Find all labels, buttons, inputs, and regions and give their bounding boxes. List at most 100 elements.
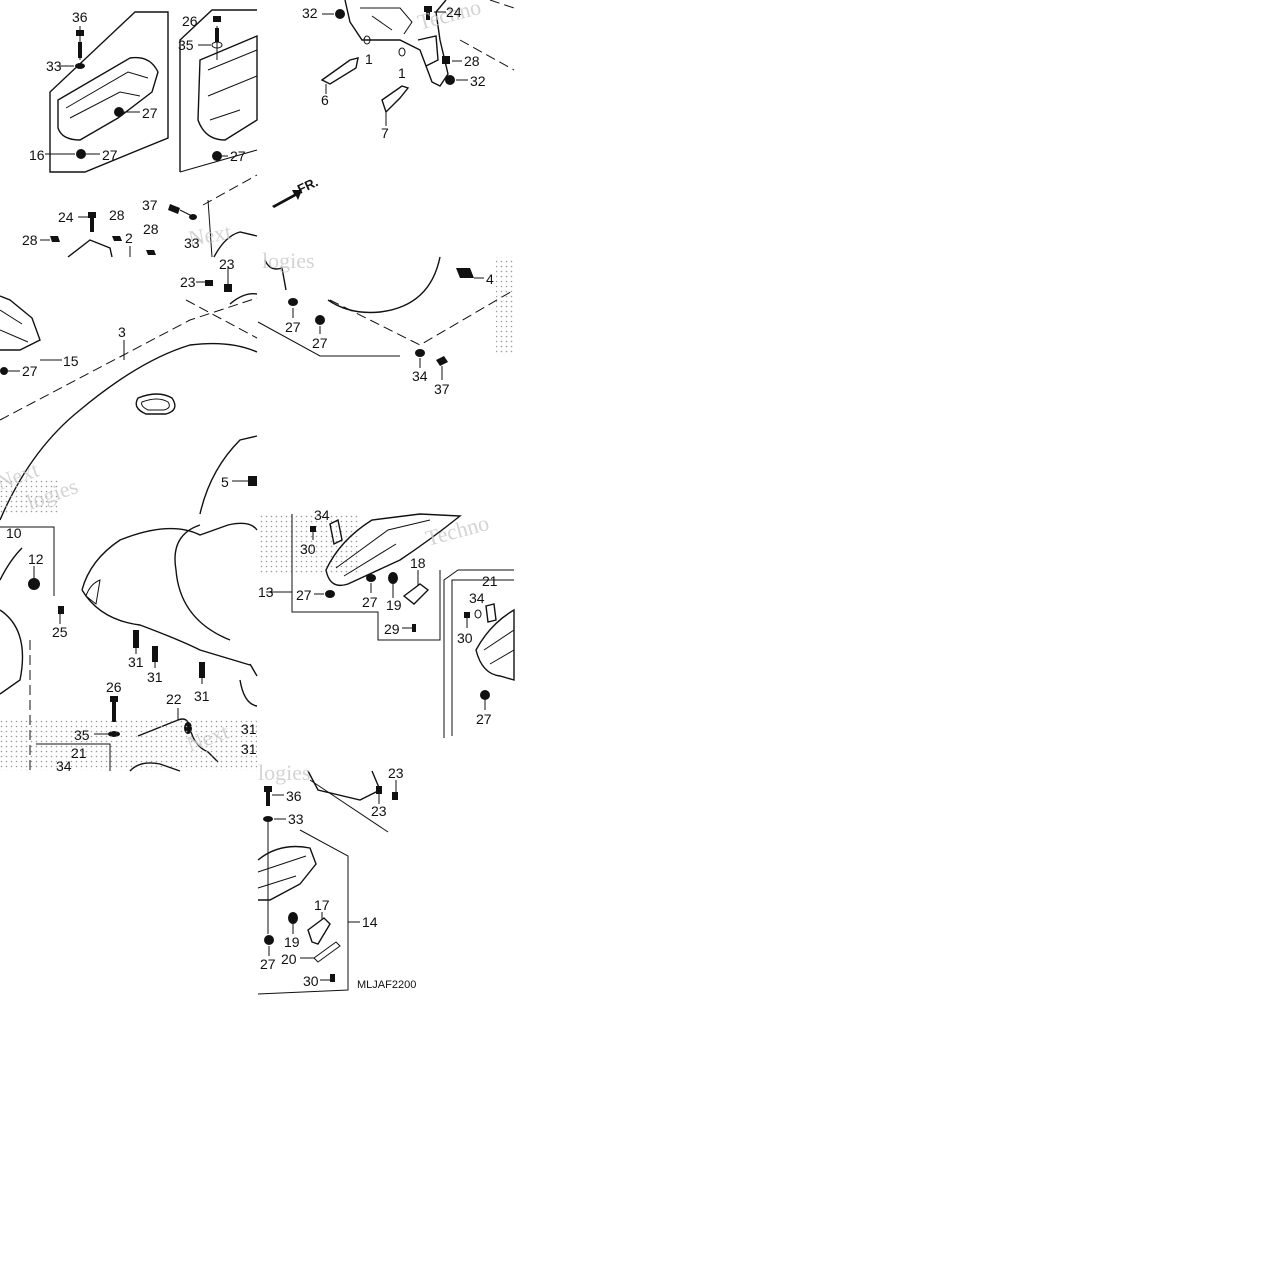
screw-icon <box>310 526 316 532</box>
nut-icon <box>335 9 345 19</box>
callout: 25 <box>52 624 68 640</box>
bracket-part <box>329 518 343 546</box>
part-outline <box>0 547 23 581</box>
bolt-icon <box>224 284 232 292</box>
callout: 19 <box>386 597 402 613</box>
dashed-guide <box>202 174 258 206</box>
callout: 33 <box>46 58 62 74</box>
tile-row3-middle: Techno <box>258 510 515 738</box>
callout: 33 <box>184 235 200 251</box>
grommet-icon <box>474 609 482 619</box>
screw-icon <box>330 974 335 982</box>
callout: 27 <box>476 711 492 727</box>
cable-stay <box>313 941 341 963</box>
dashed-guide <box>459 39 515 71</box>
inset-box <box>179 149 258 173</box>
callout: 22 <box>166 691 182 707</box>
callout: 31 <box>241 741 257 757</box>
grab-rail-part <box>325 513 462 587</box>
callout: 17 <box>314 897 330 913</box>
screw-icon <box>464 612 470 618</box>
watermark: logies <box>258 760 311 785</box>
tile-row2-middle: logies <box>257 248 515 380</box>
leader-line <box>207 199 213 258</box>
nut-icon <box>212 151 222 161</box>
callout: 15 <box>63 353 79 369</box>
grab-rail-detail <box>257 855 307 889</box>
callout: 34 <box>412 368 428 384</box>
clip-icon <box>146 250 156 255</box>
seat-outline <box>229 293 258 305</box>
tile-top-left: Next <box>40 9 258 258</box>
callout: 27 <box>102 147 118 163</box>
grab-rail-part <box>129 762 181 772</box>
washer-icon <box>415 349 425 357</box>
bolt-icon <box>436 356 448 366</box>
callout: 3 <box>118 324 126 340</box>
callout: 34 <box>314 507 330 523</box>
seat-outline <box>239 663 258 707</box>
bracket-frame <box>344 0 449 87</box>
callout: 27 <box>22 363 38 379</box>
callout: 33 <box>288 811 304 827</box>
callout: 5 <box>221 474 229 490</box>
callout: 16 <box>29 147 45 163</box>
bolt-icon <box>264 786 272 806</box>
clip-icon <box>442 56 450 64</box>
inset-box <box>0 526 55 596</box>
washer-icon <box>75 63 85 69</box>
callout: 30 <box>457 630 473 646</box>
screw-icon <box>28 578 40 590</box>
seat-outline <box>174 524 231 641</box>
clip-icon <box>50 236 60 242</box>
nut-icon <box>325 590 335 598</box>
dashed-guide <box>329 289 515 346</box>
callout: 2 <box>125 230 133 246</box>
seat-outline <box>81 522 258 591</box>
callout: 30 <box>300 541 316 557</box>
front-indicator: FR. <box>295 174 320 196</box>
spring-icon <box>288 912 298 924</box>
bracket-detail <box>417 35 439 67</box>
bolt-icon <box>110 696 118 722</box>
inset-box <box>443 569 514 738</box>
grab-rail-part <box>475 608 515 681</box>
callout: 31 <box>241 721 257 737</box>
callout: 35 <box>74 727 90 743</box>
cap-icon <box>248 476 257 486</box>
grab-rail-part <box>0 295 41 351</box>
nut-icon <box>445 75 455 85</box>
inset-box <box>179 9 257 172</box>
bolt-icon <box>213 16 221 42</box>
callout: 27 <box>285 319 301 335</box>
washer-icon <box>189 214 197 220</box>
seat-outline <box>199 435 258 515</box>
tile-row4-middle: logies <box>257 760 398 995</box>
bracket-detail <box>360 7 413 35</box>
bolt-icon <box>376 786 382 794</box>
callout: 26 <box>182 13 198 29</box>
callout: 23 <box>180 274 196 290</box>
callout: 21 <box>482 573 498 589</box>
shaded-area <box>0 720 257 771</box>
callout: 12 <box>28 551 44 567</box>
lever-part-18 <box>402 583 430 605</box>
grommet-icon <box>398 47 406 57</box>
clip-icon <box>112 236 122 241</box>
nut-icon <box>315 315 325 325</box>
spring-icon <box>388 572 398 584</box>
washer-icon <box>211 41 223 49</box>
seat-detail <box>85 579 101 605</box>
callout: 24 <box>446 4 462 20</box>
callout: 36 <box>72 9 88 25</box>
seat-outline <box>0 342 258 521</box>
seat-vent <box>135 393 176 415</box>
nut-icon <box>114 107 124 117</box>
bolt-icon <box>152 646 158 662</box>
dashed-guide <box>0 297 258 421</box>
dashed-guide <box>489 0 515 9</box>
front-arrow-icon <box>272 190 302 208</box>
nut-icon <box>366 574 376 582</box>
part-outline <box>0 609 24 695</box>
